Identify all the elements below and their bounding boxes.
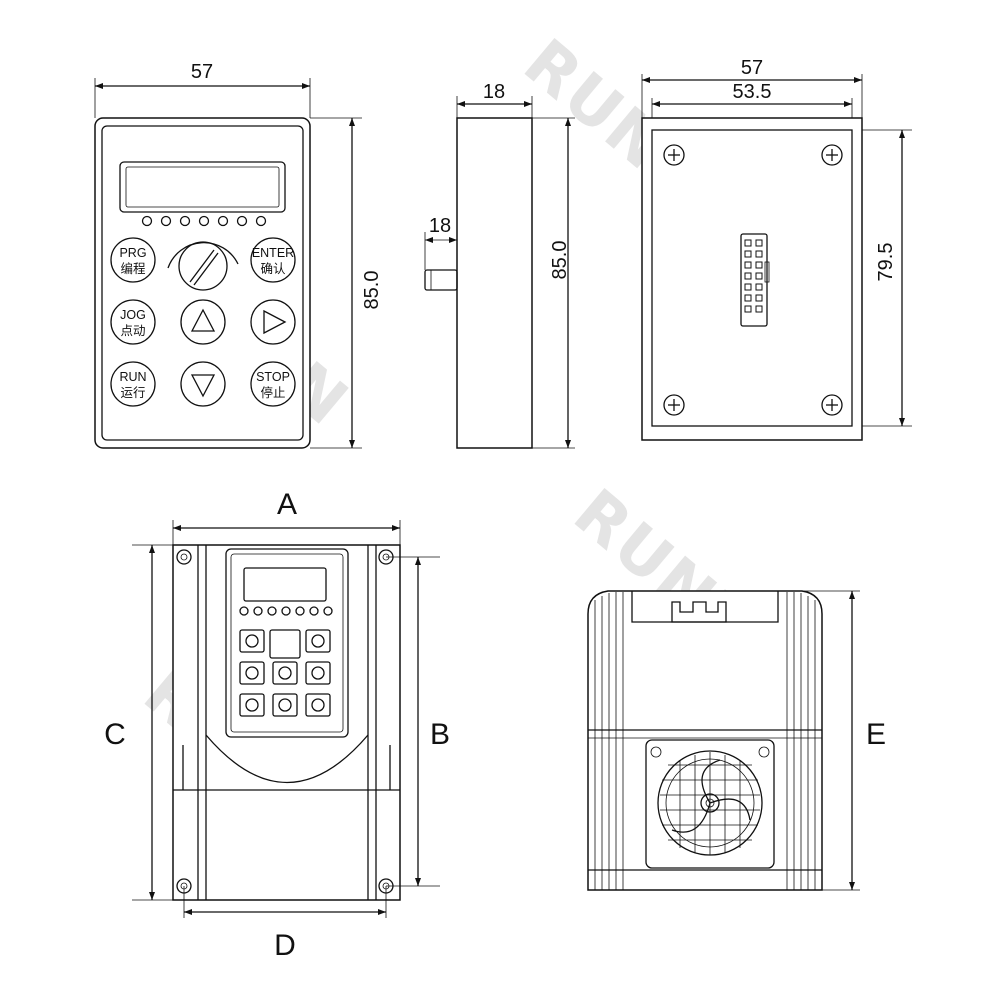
dimension-b-label: B: [430, 718, 450, 751]
keypad-body: [94, 117, 311, 449]
down-arrow-icon: [190, 374, 216, 398]
cooling-fan-icon: [645, 739, 775, 869]
screw-icon-top-right: [821, 144, 843, 166]
stop-button[interactable]: STOP 停止: [250, 361, 296, 407]
inverter-side-view: E: [587, 590, 886, 891]
side-height-label: 85.0: [549, 241, 571, 280]
dimension-e-label: E: [866, 718, 886, 751]
enter-button[interactable]: ENTER 确认: [250, 237, 296, 283]
enter-button-sublabel: 确认: [260, 262, 286, 276]
run-button[interactable]: RUN 运行: [110, 361, 156, 407]
side-body: [456, 117, 533, 449]
side-width-label: 18: [483, 81, 505, 103]
screw-icon-bottom-left: [663, 394, 685, 416]
jog-button[interactable]: JOG 点动: [110, 299, 156, 345]
inverter-body: [172, 544, 401, 901]
status-leds: [141, 215, 267, 227]
back-outer-width-label: 57: [741, 57, 763, 79]
keypad-back-view: 57 53.5: [641, 57, 912, 441]
heatsink-fins: [594, 592, 816, 890]
connector-pin: [424, 269, 458, 291]
keypad-front-view: 57 85.0: [94, 61, 383, 449]
jog-button-label: JOG: [120, 308, 146, 322]
prg-button-label: PRG: [119, 246, 146, 260]
run-button-sublabel: 运行: [120, 386, 145, 400]
prg-button-sublabel: 编程: [120, 261, 146, 276]
run-button-label: RUN: [119, 370, 146, 384]
back-inner-width-label: 53.5: [733, 81, 772, 103]
dimension-c-label: C: [104, 718, 126, 751]
right-arrow-icon: [263, 309, 287, 335]
prg-button[interactable]: PRG 编程: [110, 237, 156, 283]
keypad-height-label: 85.0: [361, 271, 383, 310]
up-arrow-button[interactable]: [180, 299, 226, 345]
back-height-label: 79.5: [875, 243, 897, 282]
inverter-keypad-buttons: [239, 629, 331, 717]
right-arrow-button[interactable]: [250, 299, 296, 345]
stop-button-sublabel: 停止: [260, 385, 285, 400]
keypad-side-view: 18 18 85.0: [424, 81, 575, 449]
inverter-display: [243, 567, 327, 602]
potentiometer-knob[interactable]: [178, 241, 228, 291]
back-connector: [740, 233, 770, 327]
keypad-lcd-display: [119, 161, 286, 213]
up-arrow-icon: [190, 308, 216, 332]
down-arrow-button[interactable]: [180, 361, 226, 407]
enter-button-label: ENTER: [252, 246, 294, 260]
mounting-hole-top-left: [176, 549, 192, 565]
back-body: [641, 117, 863, 441]
inverter-keypad-panel: [225, 548, 349, 738]
inverter-front-view: A: [104, 488, 450, 962]
pin-length-label: 18: [429, 215, 451, 237]
screw-icon-bottom-right: [821, 394, 843, 416]
dimension-a-label: A: [277, 488, 297, 521]
jog-button-sublabel: 点动: [120, 324, 145, 338]
keypad-width-label: 57: [191, 61, 213, 83]
stop-button-label: STOP: [256, 370, 290, 384]
screw-icon-top-left: [663, 144, 685, 166]
dimension-d-label: D: [274, 929, 296, 962]
